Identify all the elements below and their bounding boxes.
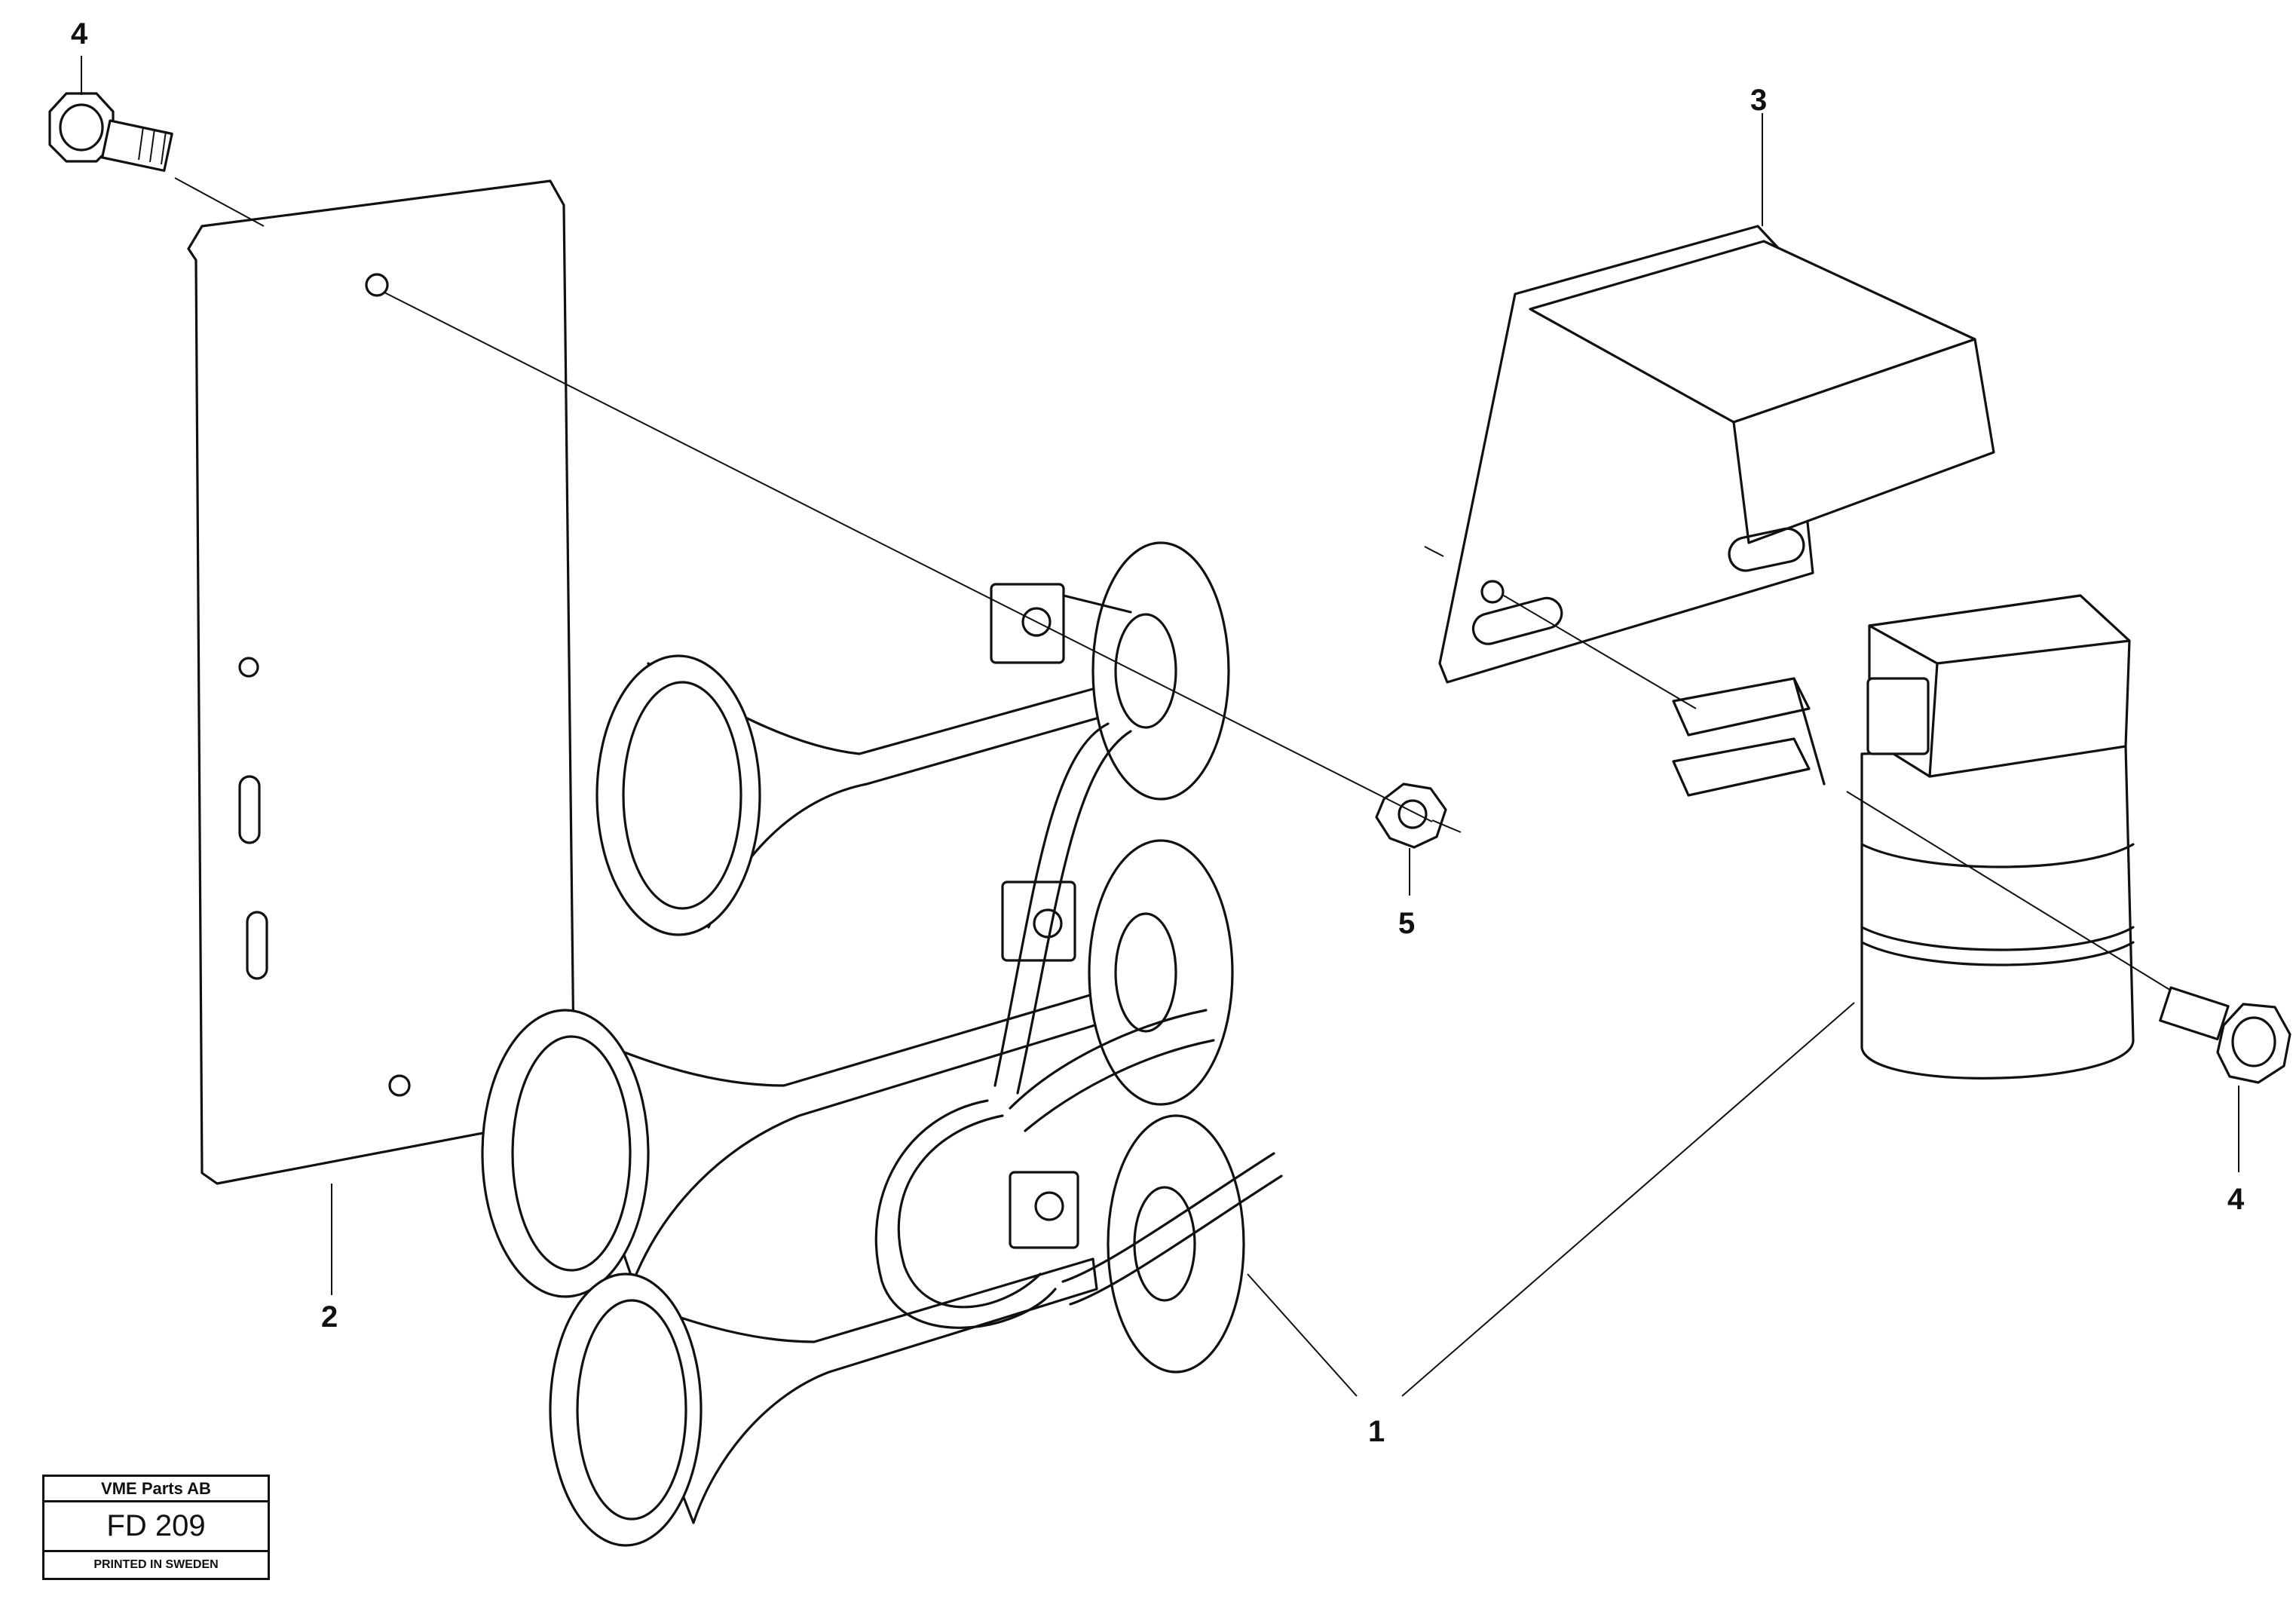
mounting-plate (187, 179, 576, 1185)
bolt-bottom-right (1846, 791, 2291, 1084)
callout-3: 3 (1750, 84, 1767, 117)
mounting-clamp (1672, 677, 1826, 797)
printed-note: PRINTED IN SWEDEN (93, 1558, 219, 1571)
callout-4-right: 4 (2227, 1183, 2245, 1216)
callout-4-top: 4 (71, 17, 88, 51)
assembly-lines (384, 292, 1697, 822)
callout-5: 5 (1398, 907, 1415, 940)
callout-1: 1 (1368, 1415, 1385, 1448)
bolt-top-left (48, 92, 265, 227)
nut (1375, 782, 1462, 849)
compressor-unit (1860, 594, 2135, 1080)
compressor-bracket (1424, 225, 1995, 684)
title-block: VME Parts AB FD 209 PRINTED IN SWEDEN (42, 1475, 270, 1580)
horn-middle (481, 839, 1234, 1298)
air-hoses (874, 722, 1283, 1329)
leader-lines (81, 56, 2239, 1397)
callout-2: 2 (321, 1300, 338, 1334)
drawing-number: FD 209 (44, 1502, 268, 1552)
company-name: VME Parts AB (44, 1477, 268, 1502)
